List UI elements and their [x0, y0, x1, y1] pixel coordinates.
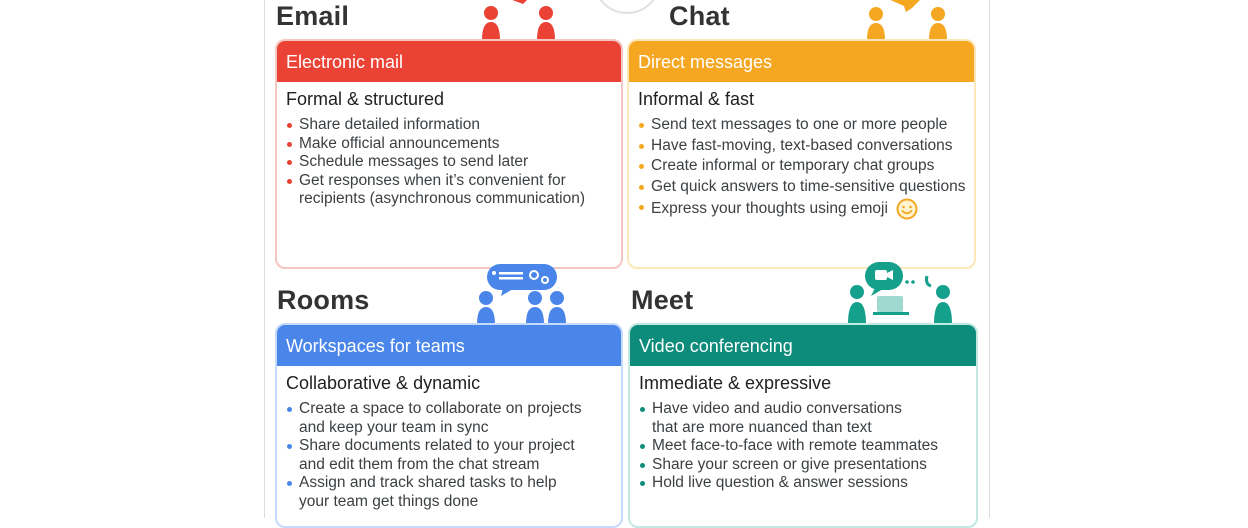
list-item: Make official announcements: [287, 135, 621, 154]
list-item: Have fast-moving, text-based conversatio…: [639, 137, 974, 156]
group-room-icon: [477, 264, 566, 324]
meet-heading: Meet: [631, 285, 694, 315]
email-card: Electronic mail Formal & structured Shar…: [275, 39, 623, 269]
chat-subtitle: Informal & fast: [638, 89, 755, 109]
rooms-points: Create a space to collaborate on project…: [277, 400, 621, 511]
email-subtitle: Formal & structured: [286, 89, 445, 109]
list-item: Hold live question & answer sessions: [640, 474, 976, 493]
list-item: Get responses when it’s convenient for r…: [287, 172, 589, 209]
email-points: Share detailed information Make official…: [277, 116, 621, 209]
list-item: Share your screen or give presentations: [640, 456, 976, 475]
rooms-subtitle: Collaborative & dynamic: [286, 373, 481, 393]
chat-heading: Chat: [669, 1, 730, 31]
rooms-heading: Rooms: [277, 285, 370, 315]
email-heading: Email: [276, 1, 350, 31]
email-band: Electronic mail: [277, 41, 621, 82]
meet-subtitle: Immediate & expressive: [639, 373, 832, 393]
meet-band: Video conferencing: [630, 325, 976, 366]
list-item: Share detailed information: [287, 116, 621, 135]
list-item: Assign and track shared tasks to help yo…: [287, 474, 574, 511]
smiley-emoji-icon: [896, 198, 918, 220]
list-item: Schedule messages to send later: [287, 153, 621, 172]
people-chat-icon: [867, 0, 947, 40]
infographic-sheet: Email Electronic mail Formal & structure…: [264, 0, 990, 528]
meet-points: Have video and audio conversations that …: [630, 400, 976, 493]
chat-band: Direct messages: [629, 41, 974, 82]
meet-card: Video conferencing Immediate & expressiv…: [628, 323, 978, 528]
chat-points: Send text messages to one or more people…: [629, 116, 974, 220]
list-item: Express your thoughts using emoji: [639, 198, 974, 220]
list-item: Meet face-to-face with remote teammates: [640, 437, 976, 456]
rooms-card: Workspaces for teams Collaborative & dyn…: [275, 323, 623, 528]
list-item: Create a space to collaborate on project…: [287, 400, 604, 437]
rooms-band: Workspaces for teams: [277, 325, 621, 366]
video-call-icon: [848, 262, 952, 324]
list-item: Send text messages to one or more people: [639, 116, 974, 135]
top-center-circle-icon: [599, 0, 655, 14]
emoji-point-text: Express your thoughts using emoji: [651, 200, 888, 218]
list-item: Have video and audio conversations that …: [640, 400, 922, 437]
list-item: Get quick answers to time-sensitive ques…: [639, 178, 974, 197]
list-item: Create informal or temporary chat groups: [639, 157, 974, 176]
people-email-icon: [482, 0, 555, 40]
list-item: Share documents related to your project …: [287, 437, 589, 474]
chat-card: Direct messages Informal & fast Send tex…: [627, 39, 976, 269]
